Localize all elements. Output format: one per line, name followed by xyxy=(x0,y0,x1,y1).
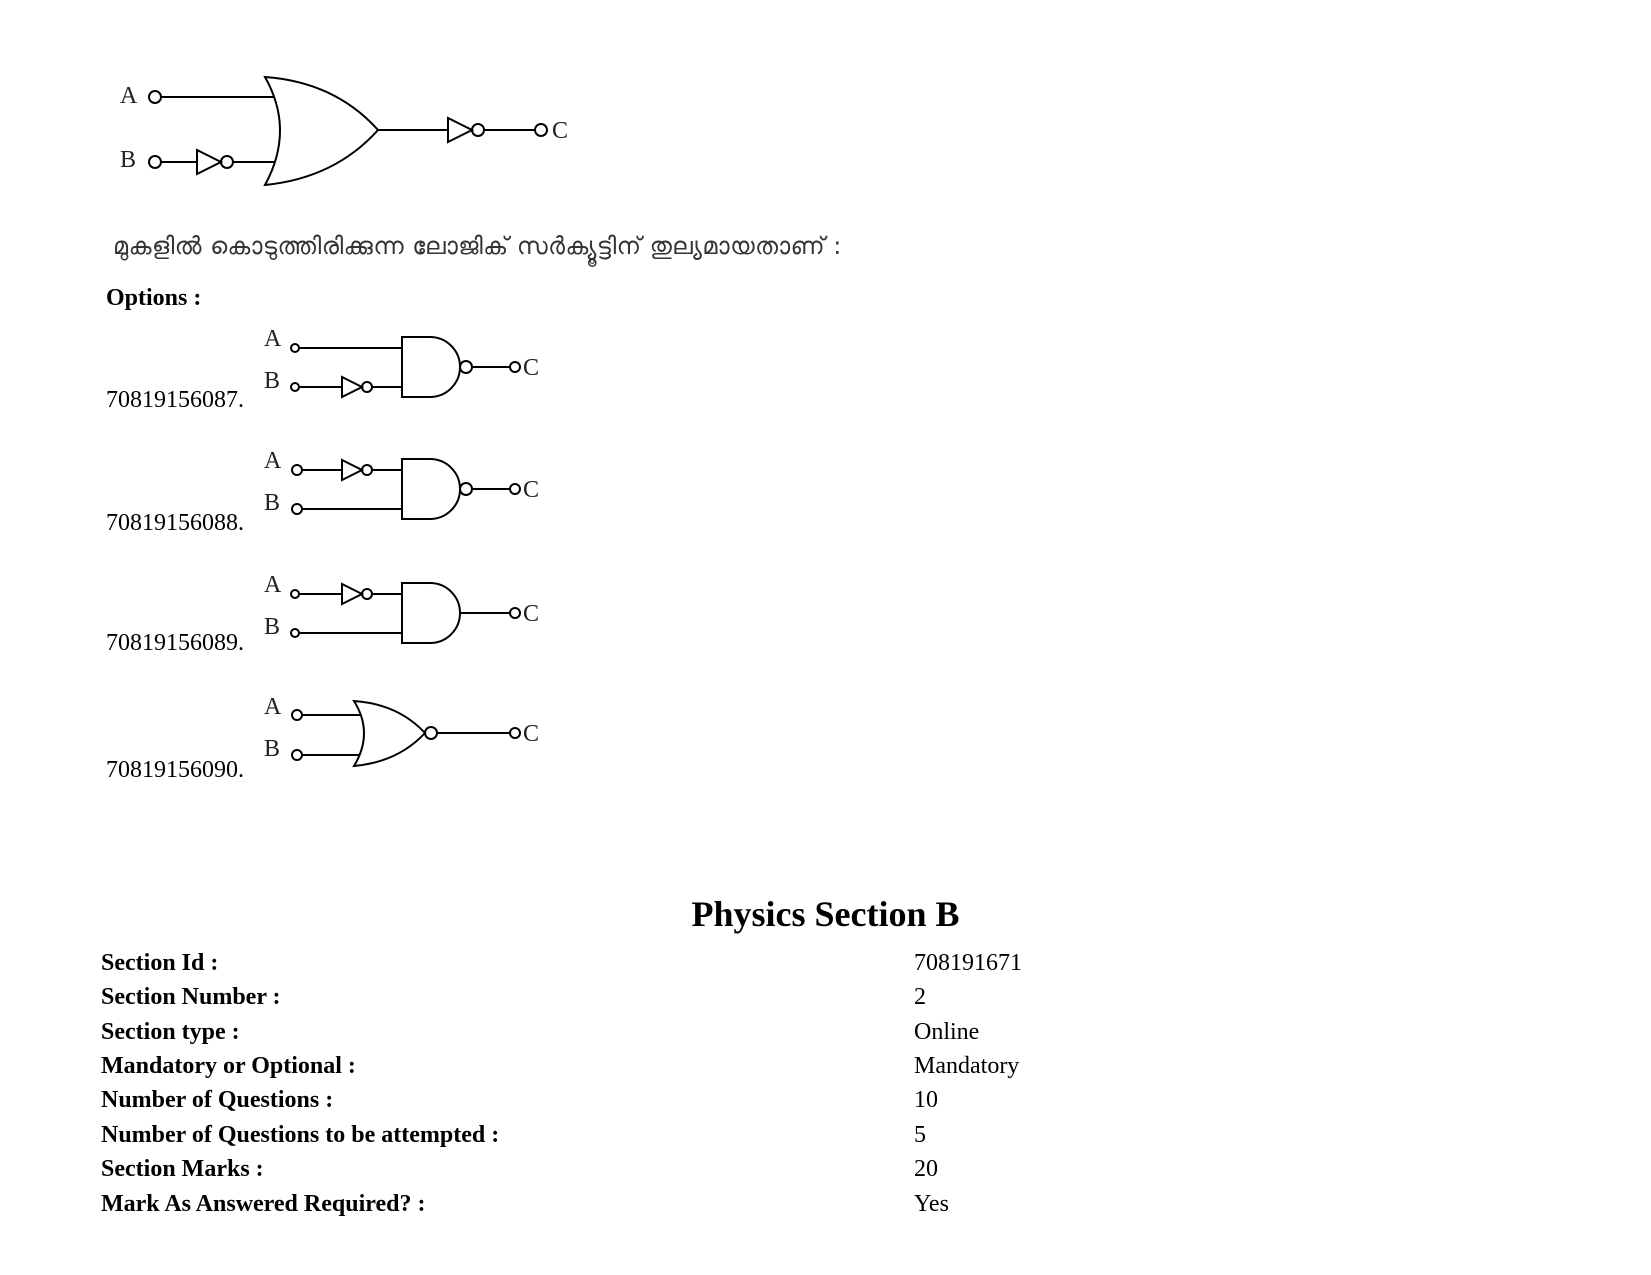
mark-answered-label: Mark As Answered Required? : xyxy=(101,1191,426,1217)
option-1-id[interactable]: 70819156087. xyxy=(106,387,244,413)
number-of-questions-row: Number of Questions : 10 xyxy=(101,1087,1501,1121)
option-2-label-c: C xyxy=(523,477,539,503)
or-gate xyxy=(263,75,380,187)
questions-to-attempt-row: Number of Questions to be attempted : 5 xyxy=(101,1122,1501,1156)
option-1-output-terminal xyxy=(509,361,521,373)
questions-to-attempt-value: 5 xyxy=(914,1122,926,1148)
option-4-label-b: B xyxy=(264,736,280,762)
option-2-input-a-terminal xyxy=(291,464,303,476)
section-id-label: Section Id : xyxy=(101,950,219,976)
option-2-id[interactable]: 70819156088. xyxy=(106,510,244,536)
mark-answered-value: Yes xyxy=(914,1191,949,1217)
not-gate-b xyxy=(196,148,224,176)
number-of-questions-label: Number of Questions : xyxy=(101,1087,334,1113)
mandatory-value: Mandatory xyxy=(914,1053,1020,1079)
input-b-terminal xyxy=(148,155,162,169)
option-3-circuit[interactable]: A B C xyxy=(262,572,562,651)
option-1-label-b: B xyxy=(264,368,280,394)
option-3-input-b-terminal xyxy=(290,628,300,638)
option-2-nand-gate xyxy=(401,458,461,520)
mandatory-row: Mandatory or Optional : Mandatory xyxy=(101,1053,1501,1087)
section-number-value: 2 xyxy=(914,984,926,1010)
option-4-id[interactable]: 70819156090. xyxy=(106,757,244,783)
option-1-nand-gate xyxy=(401,336,461,398)
option-3-id[interactable]: 70819156089. xyxy=(106,630,244,656)
option-4-output-terminal xyxy=(509,727,521,739)
option-3-not-gate xyxy=(341,582,365,606)
option-4-nor-gate xyxy=(352,699,427,768)
option-1-not-gate xyxy=(341,375,365,399)
option-3-output-terminal xyxy=(509,607,521,619)
section-title: Physics Section B xyxy=(691,894,960,934)
option-2-label-a: A xyxy=(264,448,282,474)
option-4-input-a-terminal xyxy=(291,709,303,721)
circuit-label-b: B xyxy=(120,147,136,173)
option-4-input-b-terminal xyxy=(291,749,303,761)
option-2-input-b-terminal xyxy=(291,503,303,515)
circuit-label-c: C xyxy=(552,118,568,144)
option-1-input-b-terminal xyxy=(290,382,300,392)
section-marks-label: Section Marks : xyxy=(101,1156,264,1182)
section-id-row: Section Id : 708191671 xyxy=(101,950,1501,984)
section-marks-row: Section Marks : 20 xyxy=(101,1156,1501,1190)
option-3-input-a-terminal xyxy=(290,589,300,599)
option-4-circuit[interactable]: A B C xyxy=(262,694,562,773)
mark-answered-row: Mark As Answered Required? : Yes xyxy=(101,1191,1501,1225)
section-type-value: Online xyxy=(914,1019,980,1045)
input-a-terminal xyxy=(148,90,162,104)
questions-to-attempt-label: Number of Questions to be attempted : xyxy=(101,1122,500,1148)
option-1-circuit[interactable]: A B C xyxy=(262,326,562,405)
output-c-terminal xyxy=(534,123,548,137)
section-number-label: Section Number : xyxy=(101,984,281,1010)
option-2-label-b: B xyxy=(264,490,280,516)
option-3-and-gate xyxy=(401,582,461,644)
circuit-label-a: A xyxy=(120,83,138,109)
option-4-label-a: A xyxy=(264,694,282,720)
option-4-label-c: C xyxy=(523,721,539,747)
option-1-nand-bubble xyxy=(459,360,473,374)
option-3-label-a: A xyxy=(264,572,282,598)
option-1-label-c: C xyxy=(523,355,539,381)
mandatory-label: Mandatory or Optional : xyxy=(101,1053,356,1079)
option-4-nor-bubble xyxy=(424,726,438,740)
section-number-row: Section Number : 2 xyxy=(101,984,1501,1018)
not-gate-output xyxy=(447,116,475,144)
option-2-not-gate xyxy=(341,458,365,482)
option-1-input-a-terminal xyxy=(290,343,300,353)
option-3-label-b: B xyxy=(264,614,280,640)
section-id-value: 708191671 xyxy=(914,950,1022,976)
options-label: Options : xyxy=(106,285,202,311)
question-text: മുകളിൽ കൊടുത്തിരിക്കുന്ന ലോജിക് സർക്യൂട്… xyxy=(113,232,842,260)
question-circuit-diagram: A B C xyxy=(120,75,568,187)
section-type-row: Section type : Online xyxy=(101,1019,1501,1053)
number-of-questions-value: 10 xyxy=(914,1087,938,1113)
section-type-label: Section type : xyxy=(101,1019,240,1045)
option-1-label-a: A xyxy=(264,326,282,352)
option-2-circuit[interactable]: A B C xyxy=(262,448,562,527)
option-3-label-c: C xyxy=(523,601,539,627)
option-2-nand-bubble xyxy=(459,482,473,496)
option-2-output-terminal xyxy=(509,483,521,495)
section-marks-value: 20 xyxy=(914,1156,938,1182)
